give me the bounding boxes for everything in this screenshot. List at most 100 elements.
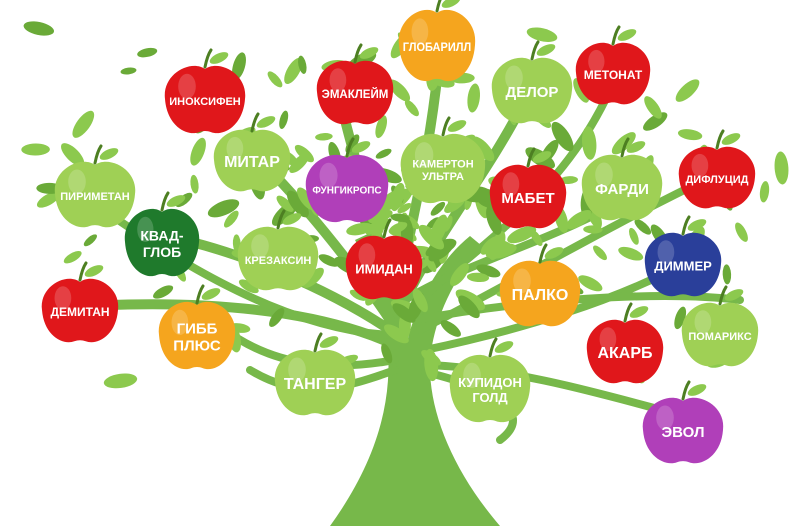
apple-label: КАМЕРТОН bbox=[412, 159, 473, 171]
apple-piriметan: ПИРИМЕТАН bbox=[54, 144, 136, 228]
apple-leaf bbox=[629, 306, 649, 318]
apple-leaf bbox=[447, 120, 467, 132]
leaf bbox=[289, 153, 309, 174]
apple-metonat: МЕТОНАТ bbox=[575, 25, 651, 105]
apple-label: ГОЛД bbox=[472, 390, 508, 405]
leaf bbox=[61, 143, 85, 167]
apple-leaf bbox=[494, 341, 514, 353]
apple-body bbox=[586, 319, 664, 384]
apple-label: МИТАР bbox=[224, 154, 280, 171]
apple-demitan: ДЕМИТАН bbox=[41, 261, 119, 343]
apple-label: МАБЕТ bbox=[501, 190, 554, 207]
apple-diflucid: ДИФЛУЦИД bbox=[678, 129, 756, 209]
leaf bbox=[137, 47, 158, 58]
apple-body bbox=[54, 161, 136, 228]
apple-fardi: ФАРДИ bbox=[581, 137, 663, 221]
leaf bbox=[530, 229, 543, 246]
apple-leaf bbox=[617, 29, 637, 41]
apple-stem bbox=[623, 302, 633, 323]
leaf bbox=[644, 96, 662, 119]
apple-delor: ДЕЛОР bbox=[491, 40, 573, 124]
apple-body bbox=[581, 154, 663, 221]
apple-stem bbox=[353, 43, 363, 64]
apple-dimmer: ДИММЕР bbox=[644, 215, 722, 297]
leaf bbox=[284, 57, 303, 85]
apple-body bbox=[124, 208, 200, 277]
apple-highlight bbox=[178, 73, 196, 99]
leaf bbox=[634, 219, 652, 235]
apple-label: ПИРИМЕТАН bbox=[60, 191, 130, 203]
leaf bbox=[618, 246, 644, 261]
apple-emakleim: ЭМАКЛЕЙМ bbox=[316, 43, 394, 125]
leaf bbox=[486, 205, 502, 235]
apple-highlight bbox=[656, 405, 674, 430]
apple-leaf bbox=[209, 52, 229, 64]
leaf bbox=[375, 148, 392, 159]
apple-highlight bbox=[657, 240, 675, 264]
leaf bbox=[383, 324, 409, 344]
tree-trunk bbox=[330, 232, 500, 526]
apple-highlight bbox=[288, 357, 306, 382]
apple-highlight bbox=[595, 162, 613, 187]
leaf bbox=[458, 295, 480, 319]
apple-body bbox=[164, 65, 246, 134]
leaf bbox=[267, 71, 283, 88]
apple-highlight bbox=[358, 243, 376, 267]
apple-label: ФУНГИКРОПС bbox=[312, 186, 381, 197]
leaf bbox=[276, 195, 294, 212]
leaf bbox=[23, 21, 55, 36]
leaf bbox=[466, 272, 490, 283]
apple-label: ФАРДИ bbox=[595, 181, 649, 198]
apple-leaf bbox=[721, 133, 741, 145]
leaf bbox=[578, 275, 603, 292]
apple-leaf bbox=[388, 222, 408, 234]
leaf bbox=[72, 110, 95, 138]
apple-highlight bbox=[599, 327, 617, 351]
apple-globarill: ГЛОБАРИЛЛ bbox=[398, 0, 476, 82]
leaf bbox=[526, 27, 558, 42]
apple-stem bbox=[78, 261, 88, 282]
apple-stem bbox=[435, 0, 442, 13]
apple-body bbox=[489, 164, 567, 229]
apple-stem bbox=[195, 284, 205, 305]
apple-stem bbox=[538, 243, 548, 264]
apple-leaf bbox=[544, 247, 564, 259]
leaf bbox=[238, 279, 259, 294]
apple-label: ГИББ bbox=[177, 320, 218, 337]
apple-stem bbox=[382, 218, 392, 239]
leaf bbox=[286, 190, 309, 218]
apple-label: ДИММЕР bbox=[654, 258, 712, 273]
apple-stem bbox=[681, 215, 691, 236]
leaf bbox=[190, 174, 199, 194]
apple-body bbox=[491, 57, 573, 124]
leaf bbox=[418, 224, 445, 250]
apple-kvadglob: КВАД-ГЛОБ bbox=[124, 191, 200, 277]
apple-body bbox=[345, 235, 423, 300]
leaf bbox=[467, 83, 481, 113]
leaf bbox=[551, 121, 574, 152]
leaf bbox=[318, 254, 339, 267]
apple-label: АКАРБ bbox=[597, 345, 652, 362]
apple-label: ПОМАРИКС bbox=[688, 331, 751, 343]
leaf bbox=[63, 251, 82, 264]
leaf bbox=[759, 181, 770, 203]
apple-highlight bbox=[463, 362, 481, 388]
apple-label: ЭВОЛ bbox=[662, 424, 705, 441]
apple-body bbox=[274, 349, 356, 416]
leaf bbox=[375, 115, 388, 139]
apple-leaf bbox=[359, 47, 379, 59]
apple-stem bbox=[620, 137, 630, 158]
leaf bbox=[346, 222, 373, 236]
apple-body bbox=[158, 301, 236, 370]
apple-imidan: ИМИДАН bbox=[345, 218, 423, 300]
apple-stem bbox=[203, 48, 213, 69]
apple-highlight bbox=[411, 18, 429, 45]
leaf bbox=[440, 320, 461, 337]
apple-label: КУПИДОН bbox=[458, 375, 522, 390]
apple-highlight bbox=[414, 142, 434, 168]
apple-highlight bbox=[171, 309, 189, 335]
apple-label: ИМИДАН bbox=[355, 261, 413, 276]
leaf bbox=[397, 202, 412, 214]
